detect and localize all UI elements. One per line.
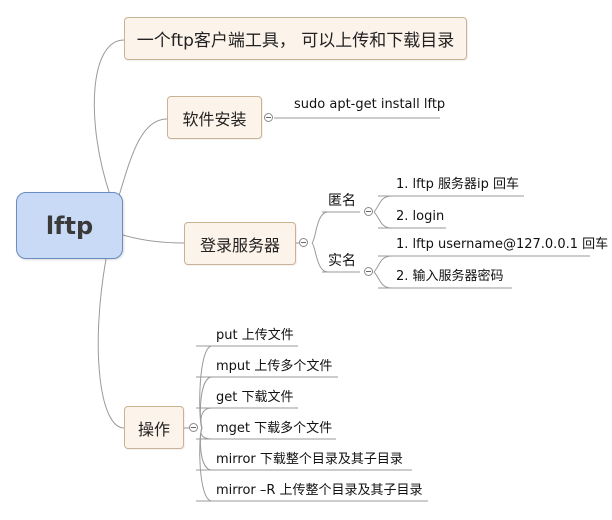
connector-login-anon <box>311 211 329 244</box>
central-topic[interactable]: lftp <box>16 192 123 259</box>
connector-central-summary <box>93 39 125 196</box>
collapse-install-icon[interactable] <box>264 113 273 122</box>
group-real[interactable]: 实名 <box>328 253 356 269</box>
connector-central-login <box>122 234 185 244</box>
topic-install-label: 软件安装 <box>182 109 247 129</box>
connector-central-install <box>117 118 168 200</box>
topic-login-label: 登录服务器 <box>199 235 280 255</box>
topic-summary[interactable]: 一个ftp客户端工具， 可以上传和下载目录 <box>124 17 467 60</box>
collapse-real-icon[interactable] <box>364 267 373 276</box>
topic-install[interactable]: 软件安装 <box>167 96 262 139</box>
leaf-install-command: sudo apt-get install lftp <box>294 97 446 112</box>
leaf-real-2: 2. 输入服务器密码 <box>396 269 504 284</box>
central-topic-label: lftp <box>45 211 94 240</box>
connector-central-ops <box>97 258 125 429</box>
collapse-ops-icon[interactable] <box>189 423 198 432</box>
leaf-op-put: put 上传文件 <box>216 328 294 343</box>
collapse-login-icon[interactable] <box>299 238 308 247</box>
topic-ops[interactable]: 操作 <box>124 406 184 449</box>
leaf-op-mirror-r: mirror –R 上传整个目录及其子目录 <box>216 483 423 498</box>
collapse-anon-icon[interactable] <box>364 207 373 216</box>
leaf-op-mget: mget 下载多个文件 <box>216 421 333 436</box>
leaf-op-get: get 下载文件 <box>216 390 294 405</box>
leaf-op-mput: mput 上传多个文件 <box>216 359 333 374</box>
group-anon[interactable]: 匿名 <box>328 193 356 209</box>
connector-login-real <box>311 242 329 273</box>
leaf-anon-2: 2. login <box>396 209 445 224</box>
leaf-op-mirror: mirror 下载整个目录及其子目录 <box>216 452 403 467</box>
leaf-real-1: 1. lftp username@127.0.0.1 回车 <box>396 237 609 252</box>
topic-login[interactable]: 登录服务器 <box>184 222 296 265</box>
topic-summary-label: 一个ftp客户端工具， 可以上传和下载目录 <box>136 31 455 51</box>
leaf-anon-1: 1. lftp 服务器ip 回车 <box>396 177 519 192</box>
topic-ops-label: 操作 <box>137 419 170 439</box>
